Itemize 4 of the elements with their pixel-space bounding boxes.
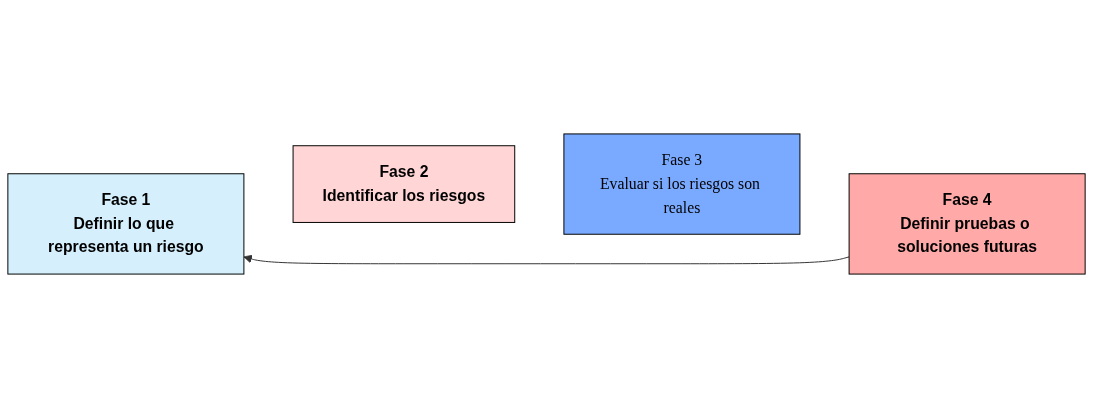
node-box: Fase 2 Identificar los riesgos	[292, 145, 516, 223]
node-box: Fase 1 Definir lo que representa un riesgo	[7, 173, 245, 275]
node-box: Fase 4 Definir pruebas o soluciones futuras	[848, 173, 1086, 275]
node-box: Fase 3 Evaluar si los riesgos son reales	[563, 133, 801, 235]
